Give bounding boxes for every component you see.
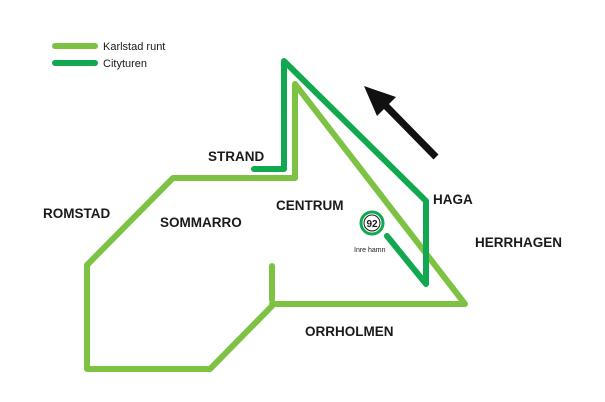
bus-stop-icon: 92 — [359, 210, 385, 236]
bus-stop-badge-number: 92 — [366, 219, 378, 230]
legend-label-karlstad-runt: Karlstad runt — [103, 41, 165, 53]
district-herrhagen: HERRHAGEN — [475, 235, 562, 250]
district-haga: HAGA — [433, 192, 473, 207]
district-strand: STRAND — [208, 149, 264, 164]
district-centrum: CENTRUM — [276, 198, 344, 213]
legend: Karlstad runt Cityturen — [52, 41, 165, 70]
legend-label-cityturen: Cityturen — [103, 58, 147, 70]
district-sommarro: SOMMARRO — [160, 215, 242, 230]
route-cityturen — [251, 58, 429, 287]
direction-arrow-icon — [364, 86, 439, 160]
route-karlstad-runt — [84, 81, 468, 372]
district-orrholmen: ORRHOLMEN — [305, 324, 394, 339]
route-cityturen-line — [251, 58, 429, 287]
bus-stop-label: Inre hamn — [354, 247, 386, 254]
route-karlstad-runt-loop — [84, 81, 468, 372]
district-romstad: ROMSTAD — [43, 206, 110, 221]
